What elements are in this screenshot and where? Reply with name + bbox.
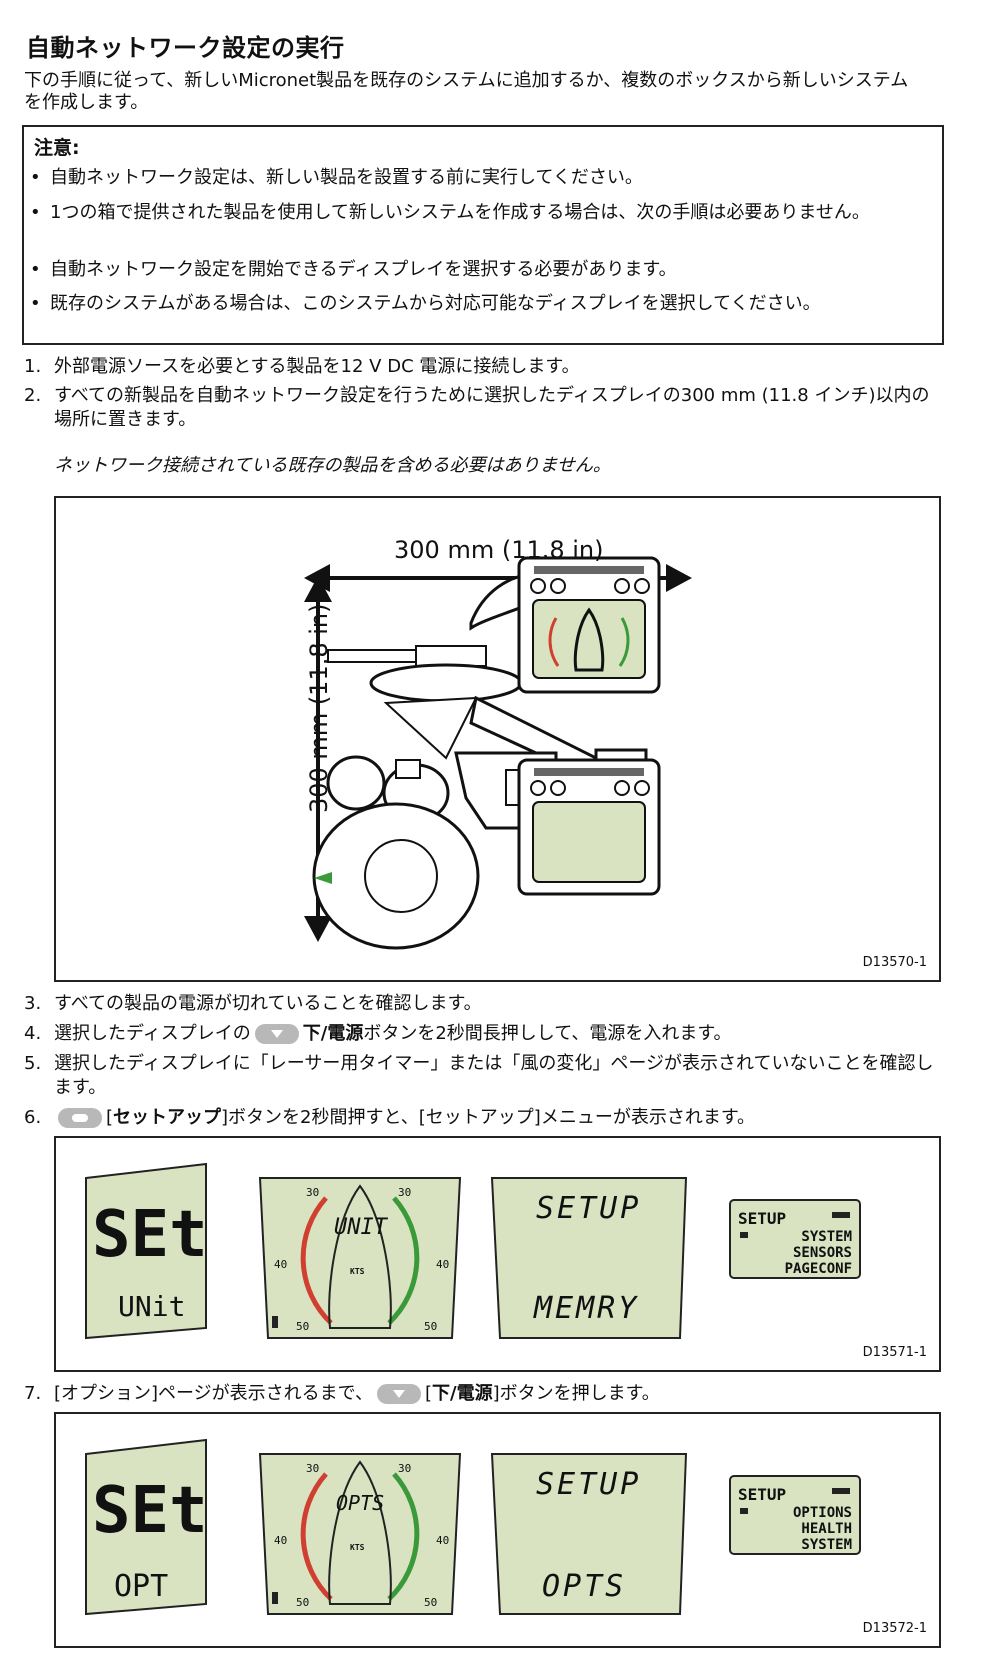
step-3: 3.すべての製品の電源が切れていることを確認します。: [24, 993, 482, 1014]
menu-item: SYSTEM: [801, 1537, 852, 1553]
step-2-note: ネットワーク接続されている既存の製品を含める必要はありません。: [54, 455, 611, 476]
svg-text:30: 30: [306, 1462, 319, 1475]
figure-code: D13571-1: [862, 1345, 927, 1360]
page-title: 自動ネットワーク設定の実行: [26, 34, 345, 62]
seg-top-text: SEt: [92, 1198, 208, 1272]
figure-code: D13572-1: [862, 1621, 927, 1636]
analog-text: UNIT: [334, 1215, 389, 1240]
svg-text:30: 30: [398, 1462, 411, 1475]
step-1: 1.外部電源ソースを必要とする製品を12 V DC 電源に接続します。: [24, 356, 580, 377]
menu-item: OPTIONS: [793, 1505, 852, 1521]
setup-button-icon: [58, 1108, 102, 1128]
svg-text:40: 40: [274, 1534, 287, 1547]
seg-bottom-text: OPT: [114, 1569, 168, 1604]
svg-text:50: 50: [296, 1320, 309, 1333]
menu-title: SETUP: [738, 1485, 786, 1504]
down-power-button-icon: [254, 1024, 299, 1044]
note-heading: 注意:: [34, 137, 80, 159]
svg-text:40: 40: [274, 1258, 287, 1271]
down-power-button-icon: [376, 1384, 421, 1404]
svg-text:40: 40: [436, 1258, 449, 1271]
note-item: •既存のシステムがある場合は、このシステムから対応可能なディスプレイを選択してく…: [30, 293, 821, 314]
seg-bottom-text: UNit: [118, 1290, 185, 1323]
analog-text: OPTS: [336, 1491, 384, 1515]
options-screens-illustration: SEt OPT OPTS KTS 30 30 40 40 50 50 SETUP…: [85, 1438, 861, 1616]
lcd-top-text: SETUP: [536, 1467, 641, 1502]
lcd-bottom-text: OPTS: [542, 1569, 626, 1604]
horizontal-dimension-label: 300 mm (11.8 in): [394, 536, 604, 564]
vertical-dimension-label: 300 mm (11.8 in): [305, 603, 333, 814]
figure-code: D13570-1: [862, 955, 927, 970]
lcd-top-text: SETUP: [536, 1191, 641, 1226]
intro-paragraph: 下の手順に従って、新しいMicronet製品を既存のシステムに追加するか、複数の…: [24, 70, 909, 113]
figure-options-screens: SEt OPT OPTS KTS 30 30 40 40 50 50 SETUP…: [54, 1412, 941, 1648]
menu-item: PAGECONF: [785, 1261, 852, 1277]
svg-text:50: 50: [424, 1320, 437, 1333]
setup-screens-illustration: SEt UNit UNIT KTS 30 30 40 40 50 50 SETU…: [85, 1162, 861, 1340]
svg-text:40: 40: [436, 1534, 449, 1547]
figure-setup-screens: SEt UNit UNIT KTS 30 30 40 40 50 50 SETU…: [54, 1136, 941, 1372]
note-box: [22, 125, 944, 345]
lcd-bottom-text: MEMRY: [533, 1291, 639, 1326]
svg-text:30: 30: [398, 1186, 411, 1199]
menu-item: SYSTEM: [801, 1229, 852, 1245]
kts-label: KTS: [350, 1267, 365, 1276]
svg-text:50: 50: [296, 1596, 309, 1609]
seg-top-text: SEt: [92, 1474, 208, 1548]
step-2: 2.すべての新製品を自動ネットワーク設定を行うために選択したディスプレイの300…: [24, 385, 930, 430]
range-illustration: [304, 556, 692, 950]
menu-title: SETUP: [738, 1209, 786, 1228]
step-6: 6.[セットアップ]ボタンを2秒間押すと、[セットアップ]メニューが表示されます…: [24, 1107, 756, 1128]
svg-text:50: 50: [424, 1596, 437, 1609]
kts-label: KTS: [350, 1543, 365, 1552]
svg-text:30: 30: [306, 1186, 319, 1199]
menu-item: HEALTH: [801, 1521, 852, 1537]
menu-item: SENSORS: [793, 1245, 852, 1261]
note-item: •自動ネットワーク設定を開始できるディスプレイを選択する必要があります。: [30, 259, 677, 280]
note-item: •1つの箱で提供された製品を使用して新しいシステムを作成する場合は、次の手順は必…: [30, 202, 870, 223]
step-7: 7.[オプション]ページが表示されるまで、[下/電源]ボタンを押します。: [24, 1383, 660, 1404]
figure-range-diagram: 300 mm (11.8 in) 300 mm (11.8 in) D13570…: [54, 496, 941, 982]
step-4: 4.選択したディスプレイの下/電源ボタンを2秒間長押しして、電源を入れます。: [24, 1023, 732, 1044]
step-5: 5.選択したディスプレイに「レーサー用タイマー」または「風の変化」ページが表示さ…: [24, 1053, 934, 1098]
note-item: •自動ネットワーク設定は、新しい製品を設置する前に実行してください。: [30, 167, 643, 188]
